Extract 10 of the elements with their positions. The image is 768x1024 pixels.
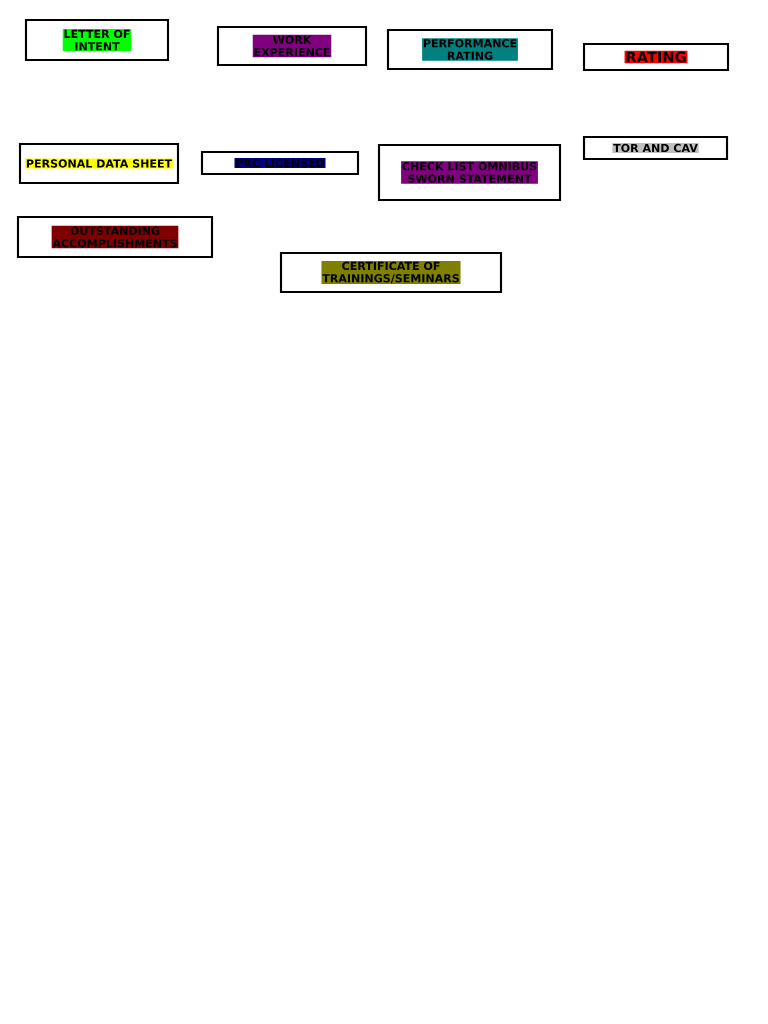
text-box: LETTER OF INTENT — [24, 18, 170, 62]
text-box: OUTSTANDING ACCOMPLISHMENTS — [16, 215, 214, 259]
text-box: WORK EXPERIENCE — [216, 25, 368, 67]
text-box: TOR AND CAV — [582, 135, 729, 161]
text-box: PERSONAL DATA SHEET — [18, 142, 180, 185]
text-box: CHECK LIST OMNIBUS SWORN STATEMENT — [377, 143, 562, 202]
text-box: PERFORMANCE RATING — [386, 28, 554, 71]
text-box: PRC LICENSED — [200, 150, 360, 176]
text-box: RATING — [582, 42, 730, 72]
text-box: CERTIFICATE OF TRAININGS/SEMINARS — [279, 251, 503, 294]
